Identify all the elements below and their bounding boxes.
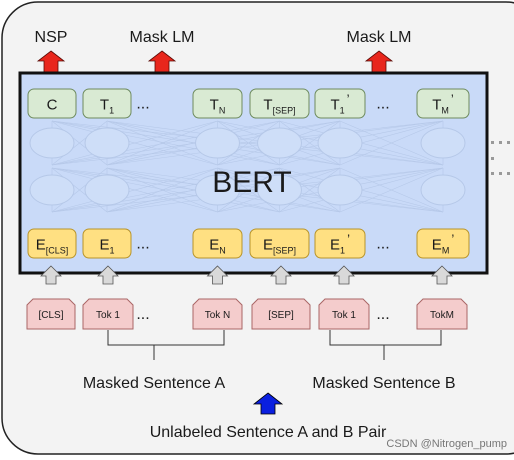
embedding-row: E[CLS] E1... EN E[SEP] E1’... EM’: [27, 228, 470, 259]
embedding-text: EM’: [432, 232, 455, 256]
input-token-text: Tok 1: [332, 310, 356, 321]
input-arrow: [40, 265, 62, 285]
sentence-a-bracket: [107, 330, 225, 360]
input-arrow: [333, 265, 355, 285]
sentence-a-label: Masked Sentence A: [83, 375, 226, 392]
sentence-pair-label: Unlabeled Sentence A and B Pair: [150, 424, 387, 441]
output-token-text: T1’: [330, 92, 349, 116]
input-arrow: [97, 265, 119, 285]
output-token-text: T1: [100, 97, 114, 116]
output-token-box: [27, 88, 77, 119]
bert-label: BERT: [212, 166, 291, 199]
layer-node: [195, 127, 240, 159]
embedding-box: [192, 228, 243, 259]
embedding-box: [249, 228, 310, 259]
output-token-ellipsis: ...: [376, 96, 389, 113]
embedding-text: E[CLS]: [36, 237, 69, 256]
layer-node: [195, 174, 240, 206]
input-token-text: [CLS]: [38, 310, 63, 321]
output-token-row: C T1... TN T[SEP] T1’... TM’: [27, 88, 470, 119]
input-pair-arrow: [252, 392, 284, 415]
output-token-box: [314, 88, 366, 119]
input-token-box: [416, 298, 468, 330]
embedding-text: E[SEP]: [263, 237, 296, 256]
layer-node: [420, 127, 466, 159]
layer-node: [29, 127, 75, 159]
layer-node: [317, 127, 363, 159]
sentence-b-bracket: [329, 330, 442, 360]
input-token-row: [CLS] Tok 1... Tok N [SEP] Tok 1... TokM: [26, 298, 468, 330]
embedding-box: [416, 228, 470, 259]
output-token-ellipsis: ...: [136, 96, 149, 113]
input-token-box: [192, 298, 243, 330]
watermark: CSDN @Nitrogen_pump: [386, 438, 507, 450]
mask-lm-left-label: Mask LM: [130, 29, 195, 46]
output-token-text: T[SEP]: [263, 97, 295, 116]
layer-node: [420, 174, 466, 206]
input-token-box: [26, 298, 76, 330]
input-token-ellipsis: ...: [136, 306, 149, 323]
layer-node: [257, 174, 302, 206]
output-token-text: TN: [210, 97, 226, 116]
output-token-text: TM’: [432, 92, 454, 116]
layer-node: [317, 174, 363, 206]
output-token-box: [416, 88, 470, 119]
input-token-box: [318, 298, 370, 330]
input-token-text: [SEP]: [268, 310, 294, 321]
output-token-text: C: [47, 97, 58, 114]
sentence-b-label: Masked Sentence B: [312, 375, 455, 392]
input-token-text: Tok N: [205, 310, 231, 321]
input-token-box: [251, 298, 311, 330]
input-arrow: [431, 265, 453, 285]
input-arrow: [206, 265, 229, 285]
embedding-text: EN: [209, 237, 226, 256]
input-token-ellipsis: ...: [376, 306, 389, 323]
embedding-box: [82, 228, 132, 259]
embedding-box: [27, 228, 77, 259]
output-token-box: [249, 88, 310, 119]
embedding-text: E1’: [330, 232, 350, 256]
continuation-dots: [491, 141, 510, 175]
input-arrow: [270, 265, 292, 285]
embedding-box: [314, 228, 366, 259]
embedding-text: E1: [99, 237, 114, 256]
embedding-ellipsis: ...: [136, 236, 149, 253]
output-token-box: [192, 88, 243, 119]
input-token-text: Tok 1: [96, 310, 120, 321]
layer-node: [257, 127, 302, 159]
output-token-box: [82, 88, 132, 119]
transformer-layers: [29, 120, 466, 213]
input-token-box: [82, 298, 134, 330]
mask-lm-right-label: Mask LM: [347, 29, 412, 46]
input-arrows: [40, 265, 453, 285]
layer-node: [29, 174, 75, 206]
embedding-ellipsis: ...: [376, 236, 389, 253]
nsp-label: NSP: [35, 29, 68, 46]
layer-node: [84, 174, 130, 206]
input-token-text: TokM: [430, 310, 454, 321]
layer-node: [84, 127, 130, 159]
